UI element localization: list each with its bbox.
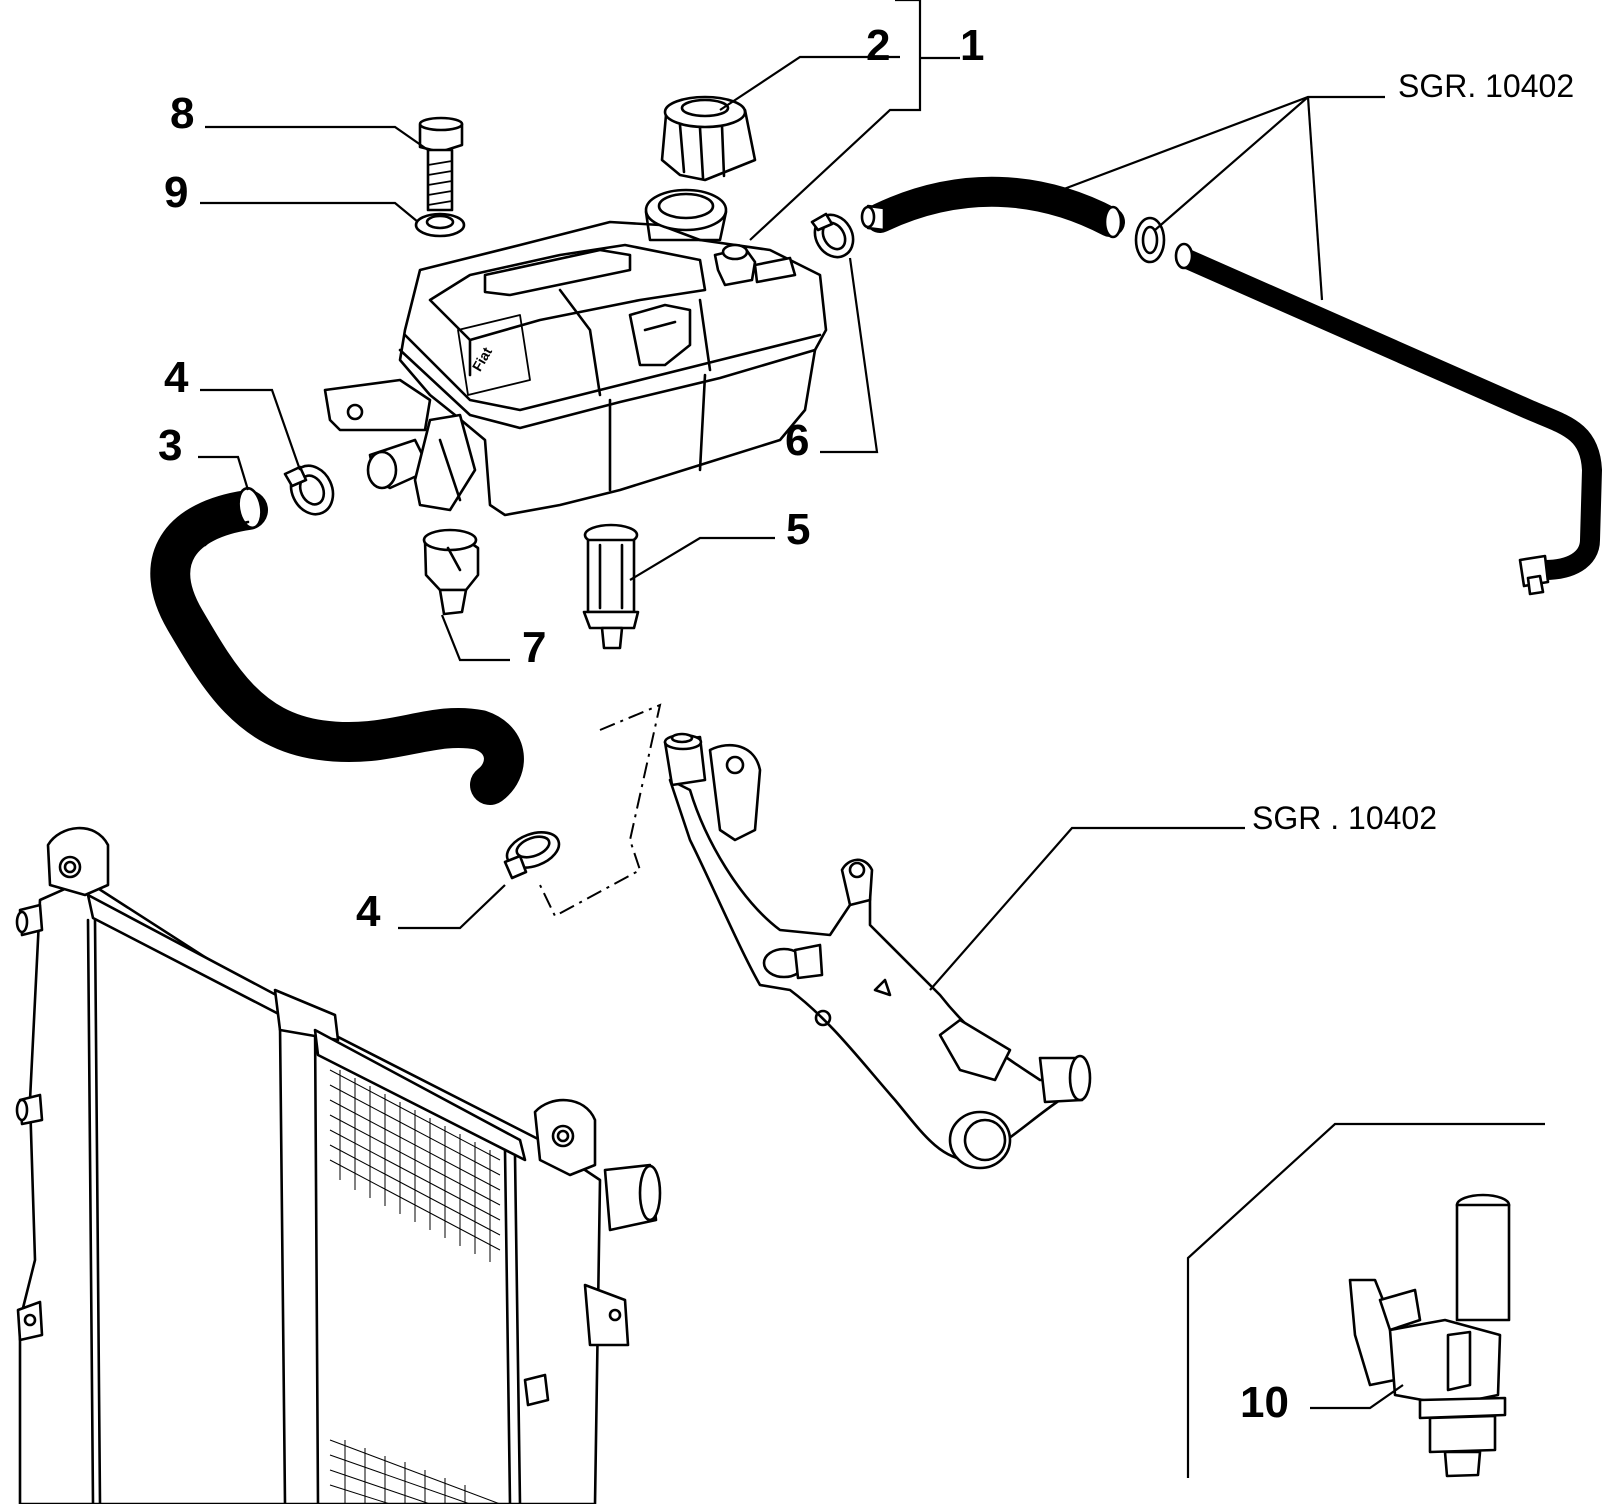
dashed-connection-line xyxy=(539,703,662,918)
callout-3: 3 xyxy=(158,421,182,470)
callout-1: 1 xyxy=(960,21,984,70)
hose-clamp-6 xyxy=(810,212,855,259)
water-outlet-fitting xyxy=(663,732,1092,1170)
leader-lines xyxy=(198,0,1545,1478)
callout-7: 7 xyxy=(522,623,546,672)
reference-sgr-top: SGR. 10402 xyxy=(1398,68,1574,104)
callout-5: 5 xyxy=(786,505,810,554)
radiator xyxy=(15,826,662,1504)
callout-9: 9 xyxy=(164,168,188,217)
expansion-tank: Fiat xyxy=(323,188,828,517)
callout-4-upper: 4 xyxy=(164,353,189,402)
sensor-10 xyxy=(1348,1193,1511,1478)
filter-5 xyxy=(582,523,640,650)
upper-vent-hose xyxy=(860,176,1125,239)
callout-4-lower: 4 xyxy=(356,887,381,936)
screw-8 xyxy=(418,116,464,212)
callout-6: 6 xyxy=(785,416,809,465)
callout-labels: 1 2 3 4 4 5 6 7 8 9 10 SGR. 10402 SGR . … xyxy=(158,21,1574,1427)
reference-sgr-middle: SGR . 10402 xyxy=(1252,800,1437,836)
hose-clamp-4-lower xyxy=(503,831,561,880)
sensor-7 xyxy=(422,528,480,616)
callout-2: 2 xyxy=(866,21,890,70)
radiator-core-mesh xyxy=(329,1069,501,1504)
lower-hose-3 xyxy=(150,486,524,805)
long-metal-pipe xyxy=(1174,242,1602,596)
pressure-cap xyxy=(660,95,757,182)
callout-10: 10 xyxy=(1240,1378,1289,1427)
hose-clamp-4-upper xyxy=(283,464,335,516)
callout-8: 8 xyxy=(170,89,194,138)
washer-9 xyxy=(414,212,466,238)
